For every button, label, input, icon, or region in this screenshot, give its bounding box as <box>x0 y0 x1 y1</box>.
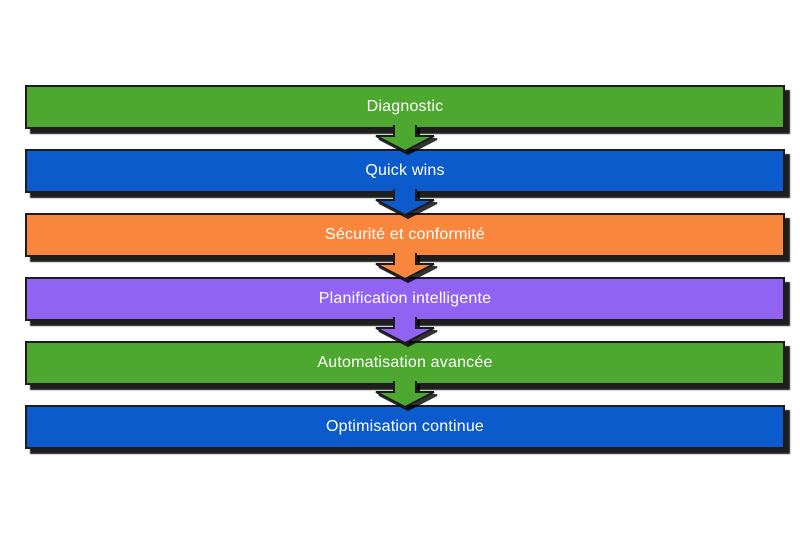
step-label: Optimisation continue <box>325 418 485 435</box>
down-arrow-icon <box>375 253 435 281</box>
step-bar: Automatisation avancée <box>25 341 785 385</box>
step-bar: Sécurité et conformité <box>25 213 785 257</box>
down-arrow-icon <box>375 189 435 217</box>
step-label: Quick wins <box>365 162 445 179</box>
step-bar: Quick wins <box>25 149 785 193</box>
step-label: Diagnostic <box>366 98 444 115</box>
down-arrow-icon <box>375 125 435 153</box>
down-arrow-icon <box>375 317 435 345</box>
down-arrow-icon <box>375 381 435 409</box>
step-bar: Diagnostic <box>25 85 785 129</box>
step-label: Planification intelligente <box>318 290 492 307</box>
step-bar: Planification intelligente <box>25 277 785 321</box>
step-label: Sécurité et conformité <box>324 226 486 243</box>
step-label: Automatisation avancée <box>317 354 493 371</box>
step-bar: Optimisation continue <box>25 405 785 449</box>
